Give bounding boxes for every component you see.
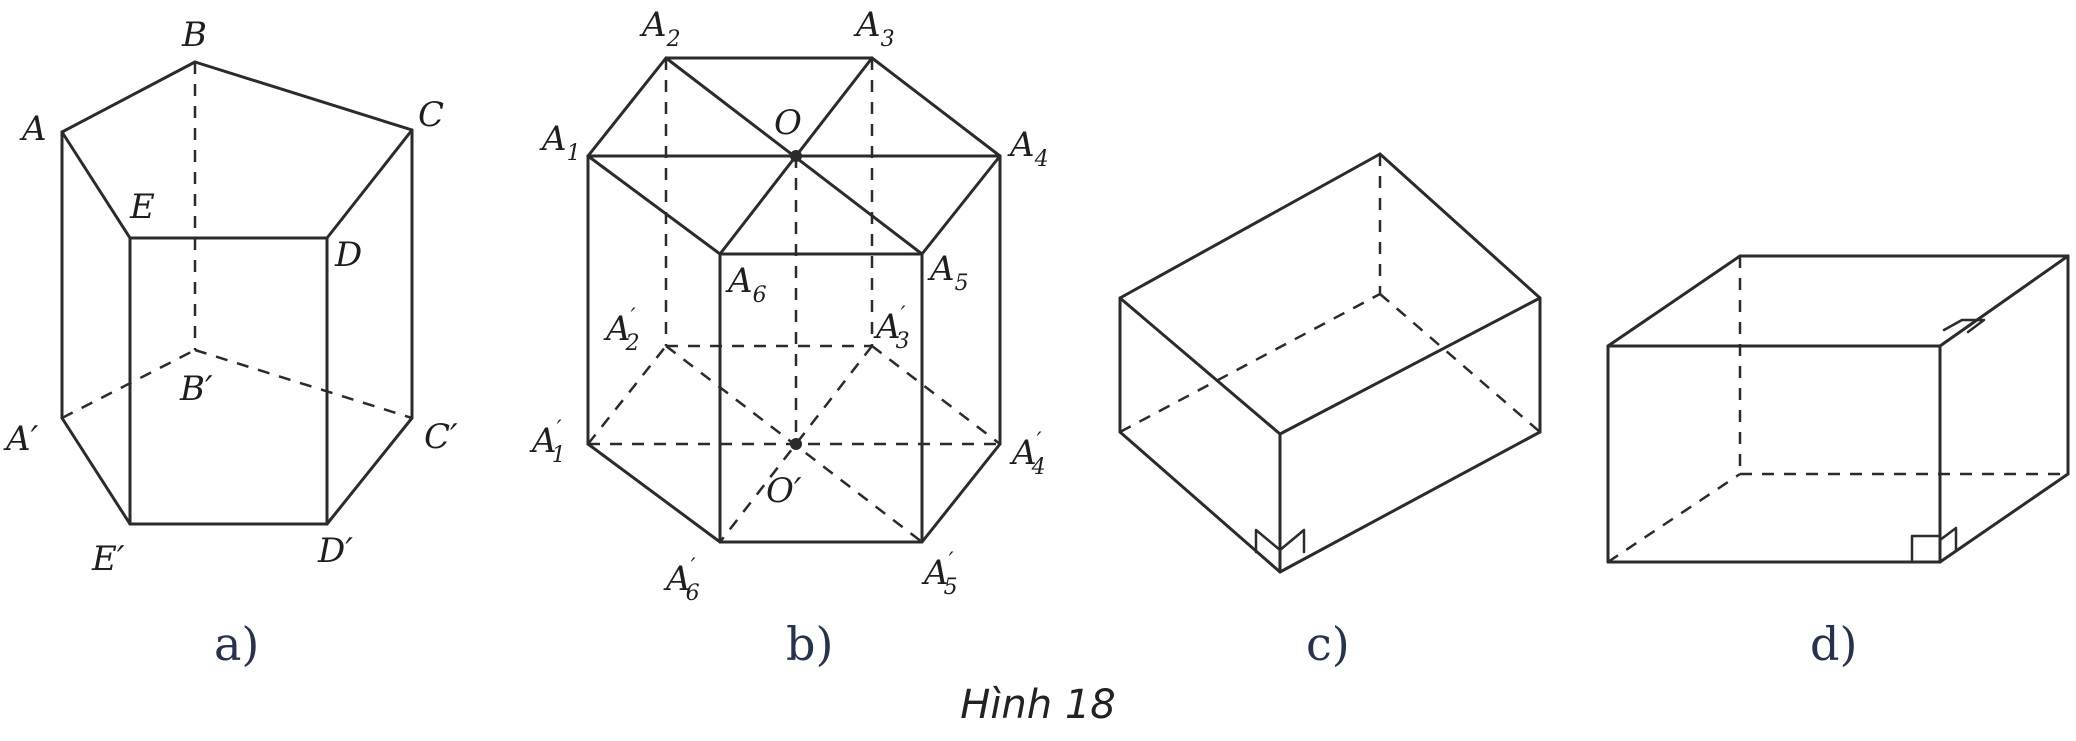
panel-label-a: a) <box>214 617 259 671</box>
label-C: C <box>418 95 444 135</box>
figure-caption: Hình 18 <box>960 682 1116 728</box>
label-A1: A1 <box>539 119 581 166</box>
label-B-prime: B′ <box>179 369 213 409</box>
label-A5-prime: A′5 <box>921 549 958 600</box>
panel-c-oblique-box <box>1118 152 1542 574</box>
label-A1-prime: A′1 <box>529 417 566 468</box>
label-E: E <box>129 187 155 227</box>
panel-label-d: d) <box>1810 617 1857 671</box>
label-A2-prime: A′2 <box>603 305 640 356</box>
panel-label-b: b) <box>786 617 833 671</box>
label-A4-prime: A′4 <box>1009 429 1046 480</box>
panel-d-box <box>1606 254 2070 564</box>
panel-b-hexagonal-prism: A1 A2 A3 A4 A5 A6 O A′1 A′2 A′3 A′4 A′5 … <box>529 5 1049 606</box>
label-O-prime: O′ <box>766 471 802 511</box>
label-O: O <box>774 103 802 143</box>
label-B: B <box>181 15 207 55</box>
label-A3: A3 <box>853 5 895 52</box>
center-O-dot <box>790 150 802 162</box>
label-A6-prime: A′6 <box>663 555 700 606</box>
panel-label-c: c) <box>1306 617 1350 671</box>
label-A6: A6 <box>725 261 767 308</box>
label-E-prime: E′ <box>91 539 125 579</box>
label-A4: A4 <box>1007 125 1049 172</box>
label-A5: A5 <box>927 249 969 296</box>
label-A: A <box>19 109 47 149</box>
label-A-prime: A′ <box>3 419 39 459</box>
label-D-prime: D′ <box>317 531 353 571</box>
label-A2: A2 <box>639 5 681 52</box>
label-D: D <box>334 235 362 275</box>
label-C-prime: C′ <box>424 417 458 457</box>
panel-a-pentagonal-prism: A B C D E A′ B′ C′ D′ E′ <box>3 15 458 579</box>
label-A3-prime: A′3 <box>873 303 910 354</box>
center-O-prime-dot <box>790 438 802 450</box>
